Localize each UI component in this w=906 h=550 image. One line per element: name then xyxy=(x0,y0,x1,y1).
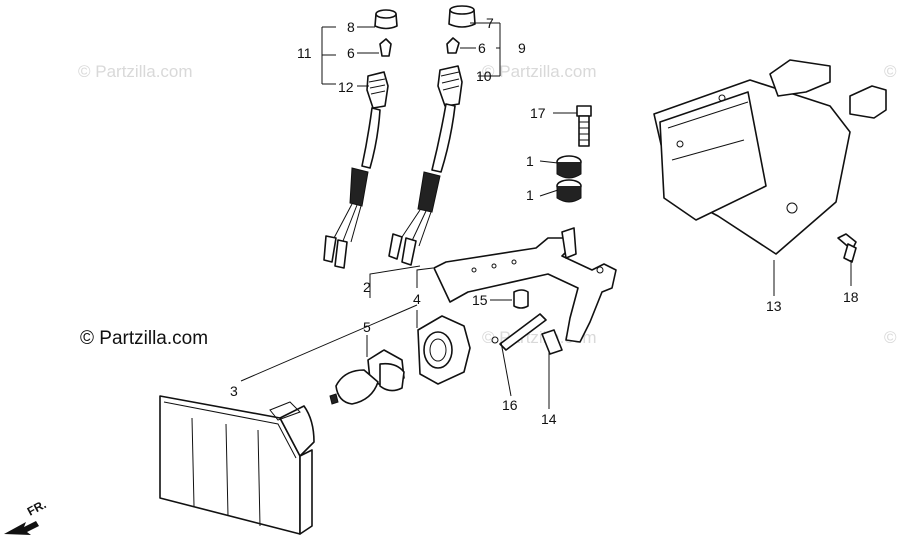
watermark-main: © Partzilla.com xyxy=(80,328,208,349)
bolt-18 xyxy=(837,233,857,263)
callout-8: 8 xyxy=(347,19,355,35)
callout-labels: 8 11 6 12 7 6 9 10 17 1 1 2 4 5 3 15 16 … xyxy=(230,15,859,427)
callout-14: 14 xyxy=(541,411,557,427)
direction-label: FR. xyxy=(25,497,49,518)
callout-12: 12 xyxy=(338,79,354,95)
grommets xyxy=(556,155,582,203)
callout-1-lower: 1 xyxy=(526,187,534,203)
watermark-top-left: © Partzilla.com xyxy=(78,62,193,81)
callout-17: 17 xyxy=(530,105,546,121)
callout-6-left: 6 xyxy=(347,45,355,61)
callout-18: 18 xyxy=(843,289,859,305)
callout-6-right: 6 xyxy=(478,40,486,56)
callout-15: 15 xyxy=(472,292,488,308)
callout-7: 7 xyxy=(486,15,494,31)
callout-3: 3 xyxy=(230,383,238,399)
leader-lines xyxy=(240,22,852,409)
bolt-17 xyxy=(576,105,592,147)
left-socket-harness xyxy=(323,9,398,269)
arrow-icon xyxy=(4,521,39,535)
callout-2: 2 xyxy=(363,279,371,295)
front-direction-arrow: FR. xyxy=(4,497,48,535)
callout-16: 16 xyxy=(502,397,518,413)
watermark-mid-right: © xyxy=(884,328,897,347)
callout-4: 4 xyxy=(413,291,421,307)
halogen-bulb xyxy=(329,349,405,405)
bulb-socket-ring xyxy=(417,315,471,385)
callout-11: 11 xyxy=(297,45,312,61)
headlight-unit xyxy=(159,395,315,535)
adjusting-parts xyxy=(491,313,563,355)
headlight-case xyxy=(653,59,887,255)
watermark-top-right: © xyxy=(884,62,897,81)
callout-1-upper: 1 xyxy=(526,153,534,169)
callout-5: 5 xyxy=(363,319,371,335)
callout-10: 10 xyxy=(476,68,492,84)
right-socket-harness xyxy=(388,5,476,266)
headlight-stay-bracket xyxy=(433,227,617,343)
watermark-top-center: © Partzilla.com xyxy=(482,62,597,81)
callout-9: 9 xyxy=(518,40,526,56)
callout-13: 13 xyxy=(766,298,782,314)
